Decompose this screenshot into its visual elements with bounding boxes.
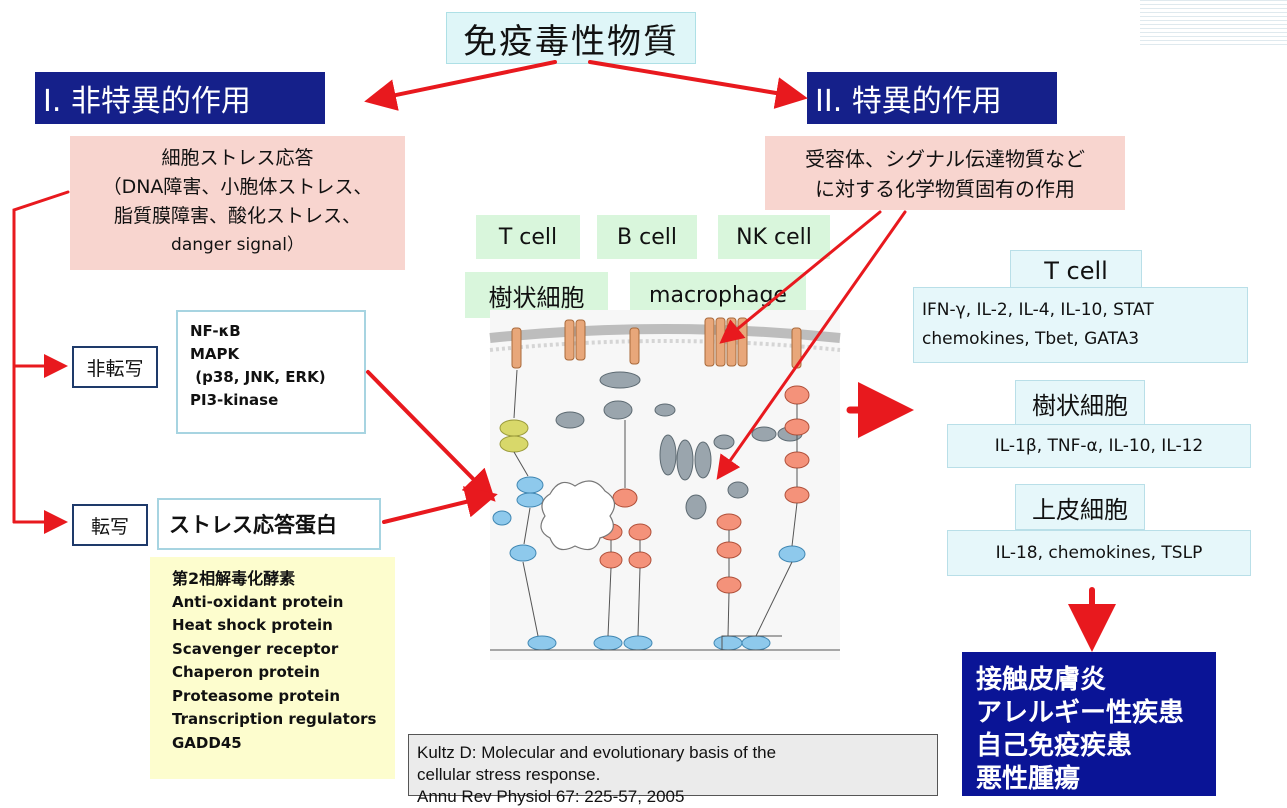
cell-tag-nk-cell: NK cell [718,215,830,259]
stress-protein-item: GADD45 [172,733,242,752]
response-line: IFN-γ, IL-2, IL-4, IL-10, STAT [922,300,1154,320]
mechanism-item: NF-κB [190,322,241,340]
stress-response-protein-box: ストレス応答蛋白 [157,498,381,550]
stress-protein-list: 第2相解毒化酵素 Anti-oxidant protein Heat shock… [150,557,395,779]
disease-item: 悪性腫瘍 [976,764,1081,794]
citation-line: Annu Rev Physiol 67: 225-57, 2005 [417,787,685,806]
citation-line: cellular stress response. [417,765,601,784]
cell-tag-t-cell: T cell [476,215,580,259]
non-transcription-mechanisms: NF-κB MAPK (p38, JNK, ERK) PI3-kinase [176,310,366,434]
stress-protein-item: Scavenger receptor [172,639,339,658]
signaling-pathway-illustration [489,310,841,660]
stress-line: 細胞ストレス応答 [161,147,314,169]
disease-item: 自己免疫疾患 [976,731,1133,761]
response-markers-t-cell: IFN-γ, IL-2, IL-4, IL-10, STAT chemokine… [913,287,1248,363]
response-markers-dendritic: IL-1β, TNF-α, IL-10, IL-12 [947,424,1251,468]
label-non-transcription: 非転写 [72,346,158,388]
stress-branch-line [12,190,70,524]
main-title: 免疫毒性物質 [446,12,696,64]
arrow-to-nonspecific [364,60,557,111]
response-markers-epithelial: IL-18, chemokines, TSLP [947,530,1251,576]
receptor-line: 受容体、シグナル伝達物質など [805,147,1085,171]
mechanism-item: (p38, JNK, ERK) [190,368,326,386]
citation-line: Kultz D: Molecular and evolutionary basi… [417,743,777,762]
disease-outcomes-box: 接触皮膚炎 アレルギー性疾患 自己免疫疾患 悪性腫瘍 [962,652,1216,796]
decorative-stripes [1140,0,1287,46]
response-line: chemokines, Tbet, GATA3 [922,329,1140,349]
stress-protein-item: Anti-oxidant protein [172,592,344,611]
response-title-epithelial: 上皮細胞 [1015,484,1145,530]
heading-nonspecific: I. 非特異的作用 [35,72,325,124]
stress-line: 脂質膜障害、酸化ストレス、 [113,205,361,227]
arrow-mechanisms-to-pathway [366,370,496,502]
stress-protein-item: Chaperon protein [172,663,320,681]
disease-item: アレルギー性疾患 [976,698,1185,728]
arrow-to-specific [588,60,808,109]
citation-box: Kultz D: Molecular and evolutionary basi… [408,734,938,806]
stress-protein-item: Proteasome protein [172,686,341,705]
receptor-line: に対する化学物質固有の作用 [815,177,1075,201]
response-title-dendritic: 樹状細胞 [1015,380,1145,426]
stress-line: （DNA障害、小胞体ストレス、 [102,176,373,198]
cell-stress-response-box: 細胞ストレス応答 （DNA障害、小胞体ストレス、 脂質膜障害、酸化ストレス、 d… [70,136,405,270]
mechanism-item: PI3-kinase [190,391,279,409]
cell-tag-b-cell: B cell [597,215,697,259]
label-transcription: 転写 [72,504,148,546]
disease-item: 接触皮膚炎 [976,665,1107,695]
mechanism-item: MAPK [190,345,240,363]
stress-protein-item: Heat shock protein [172,616,333,634]
stress-protein-item: Transcription regulators [172,710,377,728]
arrow-stress-protein-to-pathway [382,486,498,524]
stress-protein-item: 第2相解毒化酵素 [172,569,296,588]
heading-specific: II. 特異的作用 [807,72,1057,124]
response-title-t-cell: T cell [1010,250,1142,292]
receptor-action-box: 受容体、シグナル伝達物質など に対する化学物質固有の作用 [765,136,1125,210]
stress-line: danger signal） [171,235,304,255]
